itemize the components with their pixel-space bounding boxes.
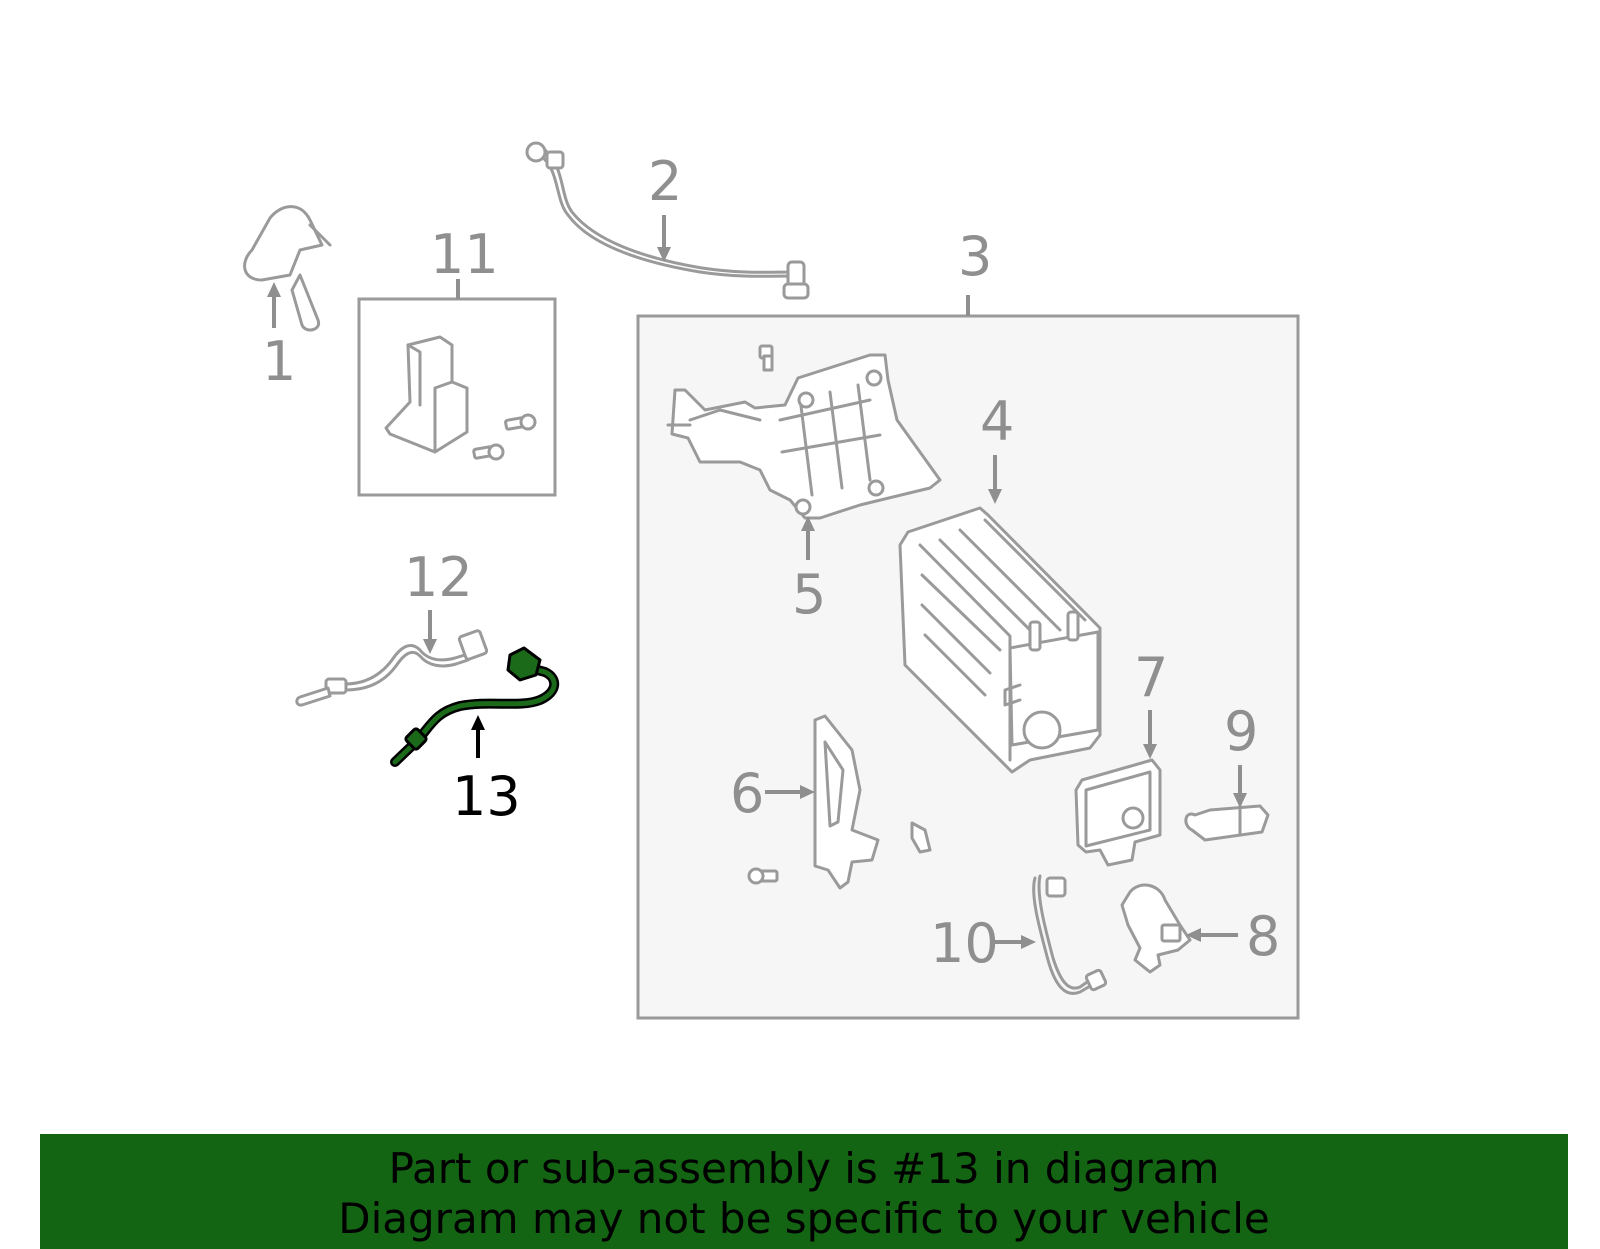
arrowhead-5	[801, 516, 815, 531]
banner-line-1: Part or sub-assembly is #13 in diagram	[388, 1144, 1220, 1193]
arrowhead-12	[423, 639, 437, 654]
arrowhead-9	[1233, 793, 1247, 808]
callout-2[interactable]: 2	[648, 150, 682, 213]
callout-1[interactable]: 1	[262, 330, 296, 393]
part-2-sensor-line[interactable]	[525, 141, 810, 300]
part-12-oxygen-sensor[interactable]	[295, 629, 489, 707]
callout-4[interactable]: 4	[980, 390, 1014, 453]
part-8-valve[interactable]	[1120, 883, 1192, 974]
callout-5[interactable]: 5	[792, 563, 826, 626]
arrowhead-7	[1143, 744, 1157, 759]
banner-line-2: Diagram may not be specific to your vehi…	[338, 1194, 1270, 1243]
callout-3[interactable]: 3	[958, 225, 992, 288]
arrowhead-10	[1021, 935, 1036, 949]
callout-10[interactable]: 10	[930, 912, 999, 975]
callout-7[interactable]: 7	[1134, 646, 1168, 709]
part-9-connector[interactable]	[1184, 804, 1270, 842]
arrowhead-4	[988, 489, 1002, 504]
info-banner: Part or sub-assembly is #13 in diagram D…	[40, 1134, 1568, 1249]
part-4-canister[interactable]	[898, 506, 1102, 774]
part-6-bracket[interactable]	[747, 714, 932, 890]
callout-11[interactable]: 11	[430, 223, 499, 286]
part-11-bracket	[384, 335, 537, 461]
arrowhead-8	[1186, 928, 1201, 942]
part-13-oxygen-sensor-highlighted[interactable]	[390, 646, 560, 767]
part-5-bracket-plate[interactable]	[666, 344, 942, 520]
arrowhead-1	[267, 282, 281, 297]
arrowhead-2	[657, 247, 671, 262]
callout-9[interactable]: 9	[1224, 700, 1258, 763]
part-1-hose-fitting[interactable]	[243, 205, 332, 332]
part-10-harness[interactable]	[1032, 874, 1108, 995]
arrowhead-13	[471, 715, 485, 730]
callout-6[interactable]: 6	[730, 762, 764, 825]
callout-8[interactable]: 8	[1246, 905, 1280, 968]
arrowhead-6	[800, 785, 815, 799]
callout-12[interactable]: 12	[404, 546, 473, 609]
part-7-module[interactable]	[1074, 758, 1162, 867]
callout-13[interactable]: 13	[452, 765, 521, 828]
